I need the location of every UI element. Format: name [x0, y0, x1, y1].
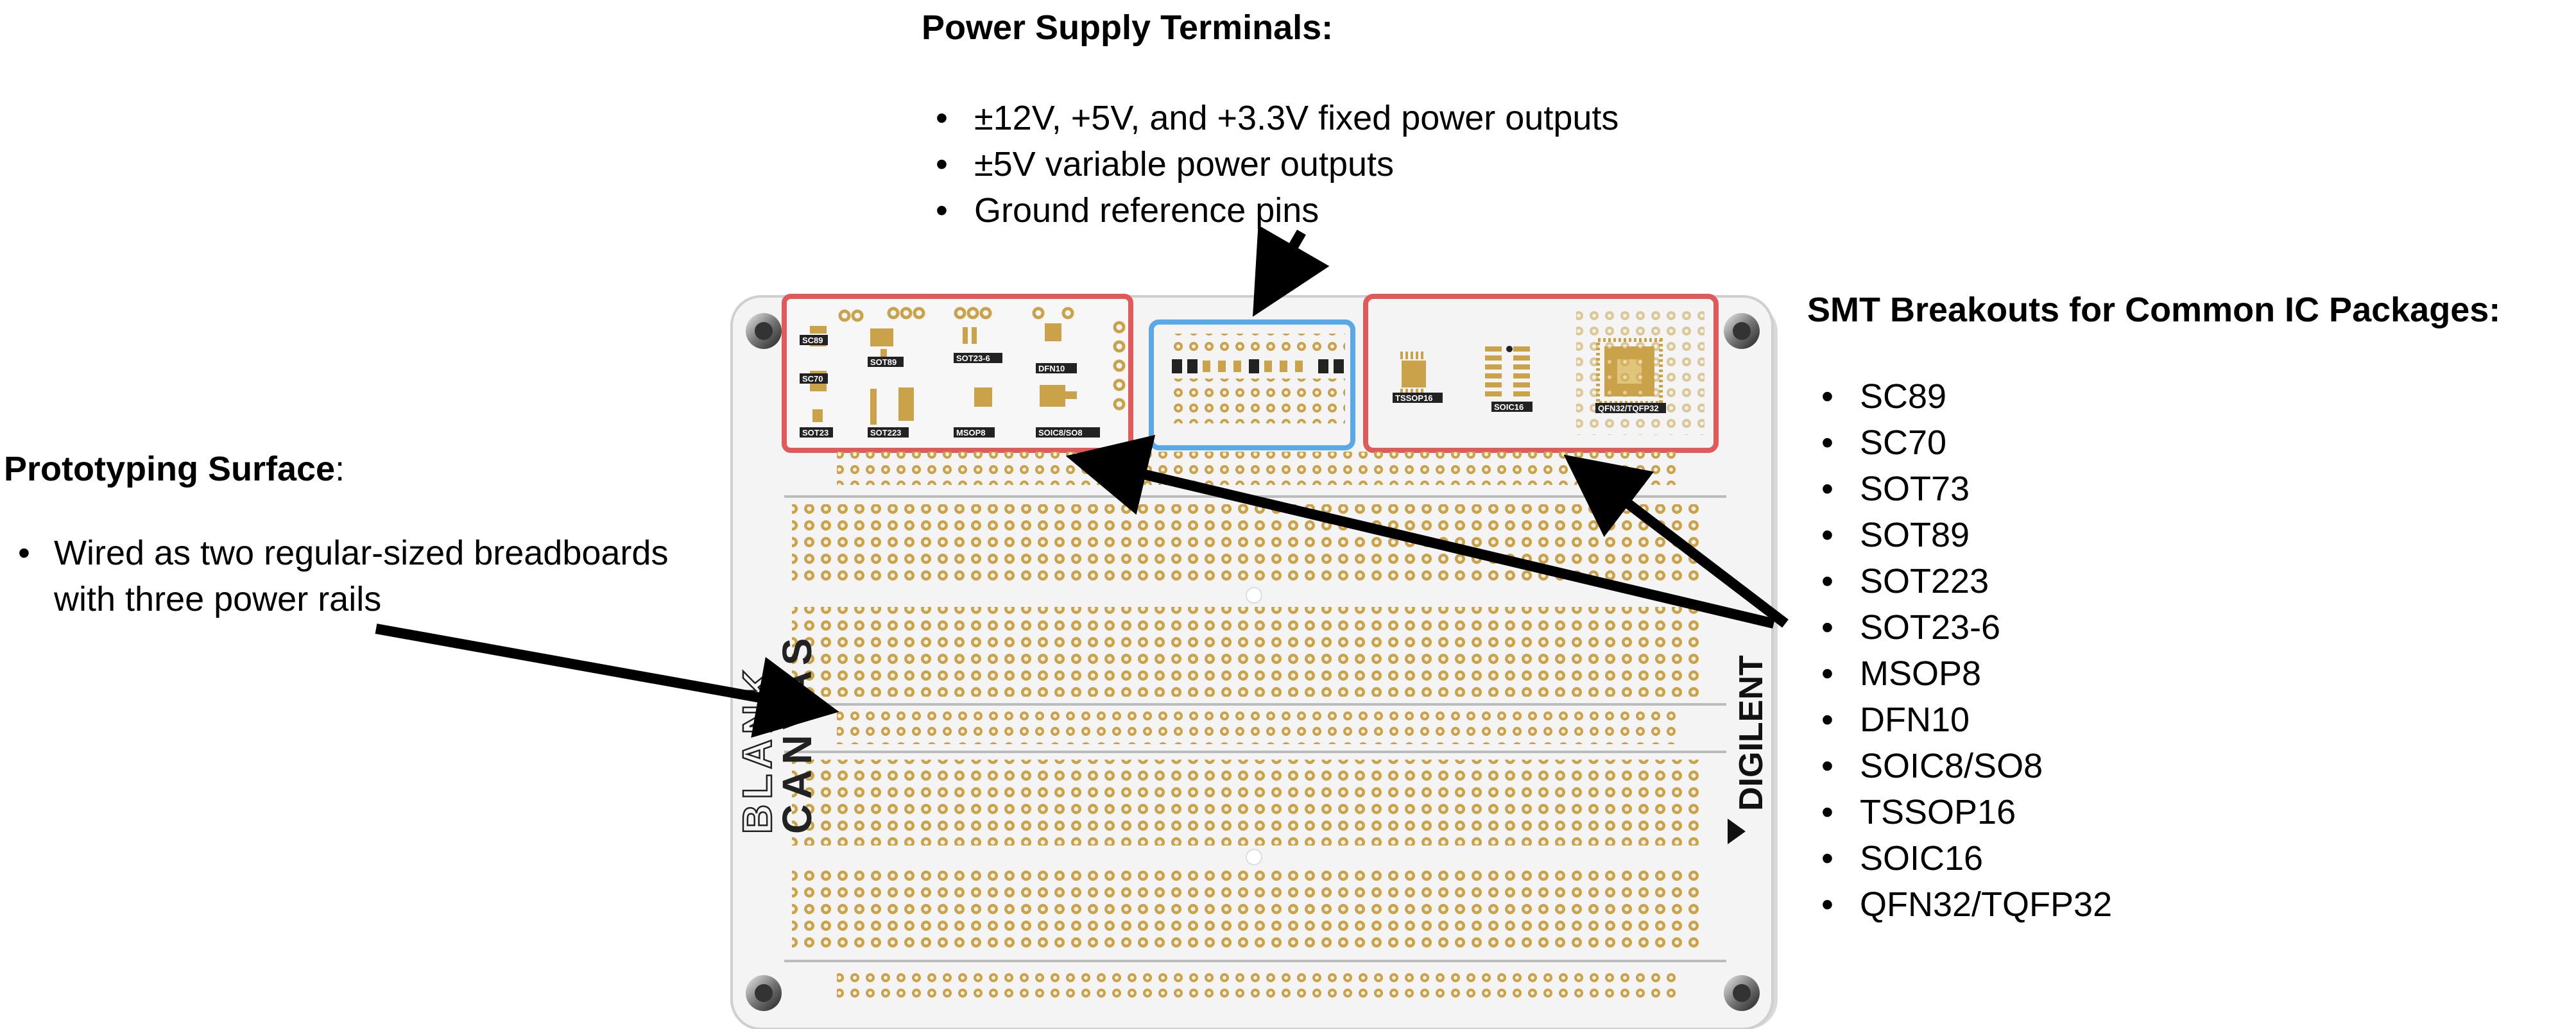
power-rail-middle [837, 711, 1678, 744]
smt-area-left [786, 296, 1129, 449]
pkg-label: SC70 [802, 374, 823, 384]
pkg-label: SOIC16 [1494, 402, 1524, 412]
smt-item: SOIC8/SO8 [1807, 743, 2112, 789]
pkg-label: MSOP8 [956, 428, 986, 438]
power-item-fixed: ±12V, +5V, and +3.3V fixed power outputs [922, 95, 1619, 141]
pkg-label: TSSOP16 [1395, 393, 1433, 403]
screw-icon [1724, 975, 1760, 1011]
power-item-ground: Ground reference pins [922, 187, 1619, 234]
screw-icon [1724, 313, 1760, 349]
smt-item: SOIC16 [1807, 835, 2112, 881]
smt-item: MSOP8 [1807, 651, 2112, 697]
smt-item: TSSOP16 [1807, 789, 2112, 835]
power-rail-top [837, 452, 1678, 485]
prototyping-surface-colon: : [335, 450, 345, 488]
smt-package-list: SC89 SC70 SOT73 SOT89 SOT223 SOT23-6 MSO… [1807, 373, 2112, 928]
screw-icon [746, 975, 782, 1011]
smt-item: SOT23-6 [1807, 604, 2112, 651]
power-item-variable: ±5V variable power outputs [922, 141, 1619, 187]
smt-pads-right [1400, 307, 1704, 435]
smt-highlight-left [782, 294, 1133, 453]
prototyping-surface-heading: Prototyping Surface: [4, 449, 345, 489]
pkg-label: SOT89 [870, 357, 897, 367]
pkg-label: SOIC8/SO8 [1038, 428, 1083, 438]
power-terminal-highlight [1149, 319, 1355, 450]
smt-item: DFN10 [1807, 697, 2112, 743]
smt-item: SC70 [1807, 420, 2112, 466]
smt-breakouts-heading: SMT Breakouts for Common IC Packages: [1807, 291, 2501, 329]
digilent-logo: DIGILENT [1728, 655, 1770, 844]
bullet-dot: • [18, 534, 30, 572]
prototyping-surface-title: Prototyping Surface [4, 450, 336, 488]
power-rail-bottom [837, 970, 1678, 1003]
prototyping-surface-description: • Wired as two regular-sized breadboards… [4, 530, 668, 622]
smt-highlight-right [1363, 294, 1719, 453]
pkg-label: SC89 [802, 336, 823, 345]
smt-pad-holes-left [838, 307, 1126, 411]
pkg-label: SOT23-6 [956, 353, 990, 363]
smt-item: QFN32/TQFP32 [1807, 881, 2112, 928]
proto-line-1: Wired as two regular-sized breadboards [54, 534, 669, 572]
power-terminal-pads [1169, 334, 1346, 423]
power-supply-heading: Power Supply Terminals: [922, 8, 1334, 47]
pkg-label: DFN10 [1038, 364, 1065, 373]
pkg-label: SOT223 [870, 428, 901, 438]
smt-item: SOT89 [1807, 512, 2112, 558]
smt-item: SC89 [1807, 373, 2112, 420]
power-supply-list: ±12V, +5V, and +3.3V fixed power outputs… [922, 95, 1619, 234]
digilent-logo-icon [1728, 819, 1746, 844]
pkg-label: QFN32/TQFP32 [1598, 404, 1659, 413]
proto-line-2: with three power rails [54, 580, 382, 618]
smt-item: SOT73 [1807, 466, 2112, 512]
smt-pads-left [810, 323, 1077, 425]
digilent-logo-text: DIGILENT [1733, 655, 1770, 811]
brand-line-2: CANVAS [774, 633, 820, 835]
screw-icon [746, 313, 782, 349]
pkg-label: SOT23 [802, 428, 829, 438]
smt-item: SOT223 [1807, 558, 2112, 604]
